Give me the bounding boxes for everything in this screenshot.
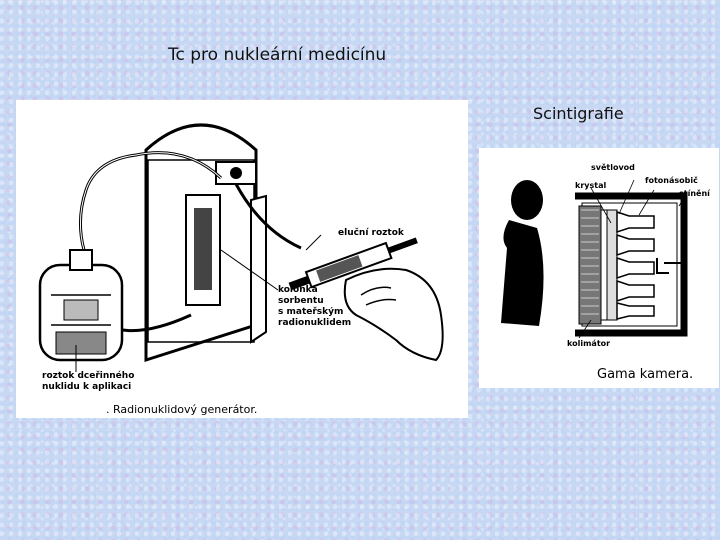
column-label-line-2: sorbentu [278, 296, 324, 306]
generator-drawing: eluční roztok kolonka sorbentu s mateřsk… [38, 123, 444, 416]
patient-body [501, 220, 544, 326]
solution-label-line-1: roztok dceřinného [42, 370, 134, 381]
column-label-line-3: s mateřským [278, 307, 343, 317]
photomultiplier-label: fotonásobič [645, 175, 698, 185]
solution-label-line-2: nuklidu k aplikaci [42, 382, 131, 392]
collimator-label: kolimátor [567, 339, 610, 348]
slide-title: Tc pro nukleární medicínu [168, 45, 387, 65]
lightguide-label: světlovod [591, 162, 635, 172]
elution-label: eluční roztok [338, 227, 405, 238]
scintigraphy-heading: Scintigrafie [533, 104, 624, 123]
gamma-camera-figure: světlovod fotonásobič krystal stínění ko… [479, 148, 719, 388]
crystal-label: krystal [575, 181, 606, 190]
gamma-camera-caption: Gama kamera. [597, 367, 693, 382]
patient-head [511, 180, 543, 220]
gamma-camera-drawing: světlovod fotonásobič krystal stínění ko… [501, 162, 711, 382]
generator-caption: . Radionuklidový generátor. [106, 403, 257, 416]
generator-figure: eluční roztok kolonka sorbentu s mateřsk… [16, 100, 468, 418]
column-label-line-1: kolonka [278, 285, 318, 295]
column-label-line-4: radionuklidem [278, 318, 351, 328]
shielding-label: stínění [679, 188, 711, 198]
